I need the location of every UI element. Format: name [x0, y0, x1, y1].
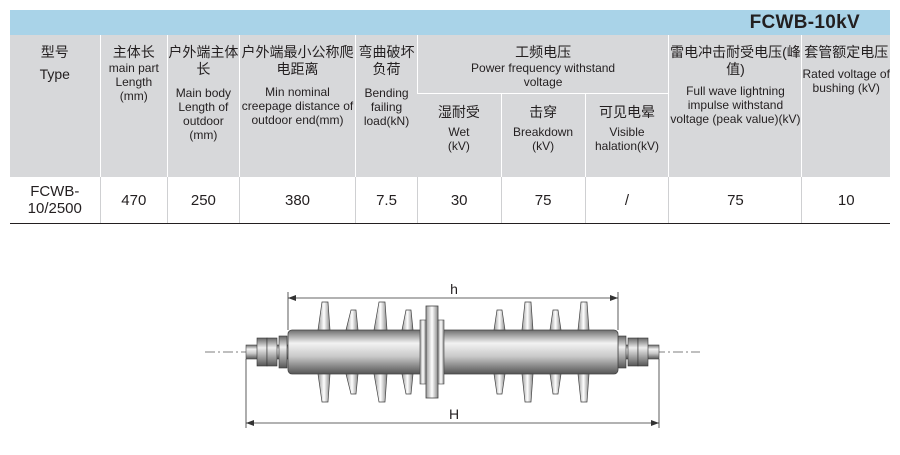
header-type: 型号 Type	[10, 35, 101, 177]
cell-breakdown: 75	[500, 177, 586, 223]
header-breakdown: 击穿 Breakdown (kV)	[500, 92, 586, 177]
right-sheds	[493, 301, 590, 403]
cell-lightning: 75	[668, 177, 802, 223]
cell-wet: 30	[416, 177, 502, 223]
dimension-H	[245, 359, 660, 428]
title-bar: FCWB-10kV	[10, 10, 890, 35]
cell-type: FCWB-10/2500	[10, 177, 101, 223]
header-main-length: 主体长 main part Length (mm)	[99, 35, 168, 177]
cell-outdoor-length: 250	[167, 177, 240, 223]
left-nuts	[256, 335, 288, 369]
header-visible: 可见电晕 Visible halation(kV)	[584, 92, 669, 177]
mounting-flange	[419, 305, 445, 399]
header-creepage: 户外端最小公称爬电距离 Min nominal creepage distanc…	[238, 35, 356, 177]
header-lightning: 雷电冲击耐受电压(峰值) Full wave lightning impulse…	[668, 35, 802, 177]
header-wet: 湿耐受 Wet (kV)	[417, 92, 502, 177]
table-bottom-line	[10, 223, 890, 224]
right-nuts	[617, 335, 649, 369]
dimension-h	[287, 292, 619, 330]
dimension-H-label: H	[449, 406, 459, 422]
dimension-h-label: h	[450, 281, 458, 297]
cell-bending: 7.5	[355, 177, 418, 223]
spec-table: 型号 Type 主体长 main part Length (mm) 户外端主体长…	[10, 35, 890, 223]
left-sheds	[317, 301, 414, 403]
cell-creepage: 380	[238, 177, 356, 223]
header-rated-voltage: 套管额定电压 Rated voltage of bushing (kV)	[801, 35, 890, 177]
cell-visible: /	[584, 177, 669, 223]
header-power-frequency: 工频电压 Power frequency withstand voltage	[416, 35, 669, 93]
cell-rated: 10	[801, 177, 890, 223]
cell-main-length: 470	[99, 177, 168, 223]
header-outdoor-length: 户外端主体长 Main body Length of outdoor (mm)	[167, 35, 240, 177]
product-title: FCWB-10kV	[749, 12, 860, 33]
main-body	[287, 329, 619, 375]
header-bending: 弯曲破坏负荷 Bending failing load(kN)	[355, 35, 418, 177]
